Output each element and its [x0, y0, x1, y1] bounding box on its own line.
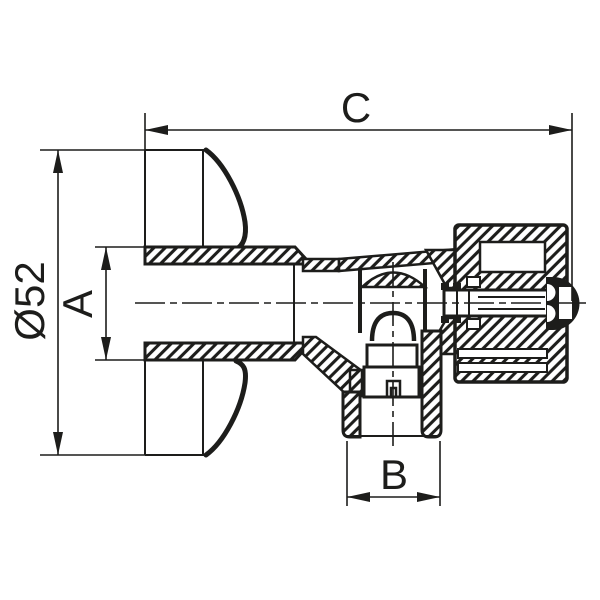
dimension-a: A: [54, 246, 145, 361]
nut-stripe-2: [457, 362, 548, 373]
dimension-b-label: B: [380, 451, 408, 498]
dimension-diameter: Ø52: [6, 149, 145, 456]
o-ring: [441, 316, 449, 323]
arrowhead-down: [101, 337, 111, 360]
valve-handle: [144, 147, 248, 458]
dimension-diameter-label: Ø52: [6, 261, 53, 340]
arrowhead-down: [53, 432, 63, 455]
body-neck-top-wall: [301, 257, 341, 273]
dimension-a-label: A: [54, 290, 101, 318]
seal-disc: [365, 343, 419, 369]
dimension-c-label: C: [341, 84, 371, 131]
seal-groove-upper: [466, 276, 481, 288]
arrowhead-left: [145, 125, 168, 135]
dimension-b: B: [346, 441, 441, 506]
dimension-c: C: [144, 84, 573, 301]
bottom-outlet: [341, 310, 443, 439]
o-ring: [453, 316, 461, 323]
centerlines: [135, 262, 586, 451]
nut-window: [478, 240, 547, 274]
arrowhead-right: [417, 492, 440, 502]
seal-groove-lower: [466, 318, 481, 330]
arrowhead-up: [53, 150, 63, 173]
arrowhead-right: [549, 125, 572, 135]
o-ring: [441, 283, 449, 290]
o-ring: [453, 283, 461, 290]
outlet-left-wall: [341, 390, 362, 439]
outlet-right-wall: [420, 329, 443, 439]
arrowhead-left: [347, 492, 370, 502]
arrowhead-up: [101, 247, 111, 270]
nut-stripe-1: [457, 348, 548, 359]
